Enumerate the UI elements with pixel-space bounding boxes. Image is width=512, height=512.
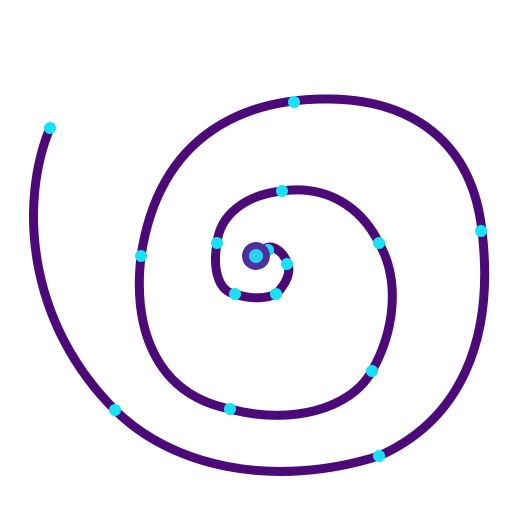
collectible-dot-12[interactable] — [229, 288, 241, 300]
collectible-dot-6[interactable] — [276, 185, 288, 197]
target-icon[interactable] — [242, 242, 270, 270]
collectible-dot-13[interactable] — [270, 288, 282, 300]
collectible-dot-5[interactable] — [109, 404, 121, 416]
target-inner-core — [249, 249, 263, 263]
collectible-dot-4[interactable] — [373, 450, 385, 462]
collectible-dot-10[interactable] — [224, 403, 236, 415]
collectible-dot-3[interactable] — [475, 225, 487, 237]
collectible-dot-11[interactable] — [211, 237, 223, 249]
collectible-dot-1[interactable] — [44, 122, 56, 134]
collectible-dot-2[interactable] — [288, 96, 300, 108]
collectible-dot-7[interactable] — [373, 237, 385, 249]
spiral-track — [29, 94, 490, 476]
collectible-dot-14[interactable] — [281, 258, 293, 270]
dots-layer — [44, 96, 487, 462]
collectible-dot-9[interactable] — [366, 365, 378, 377]
collectible-dot-8[interactable] — [135, 250, 147, 262]
